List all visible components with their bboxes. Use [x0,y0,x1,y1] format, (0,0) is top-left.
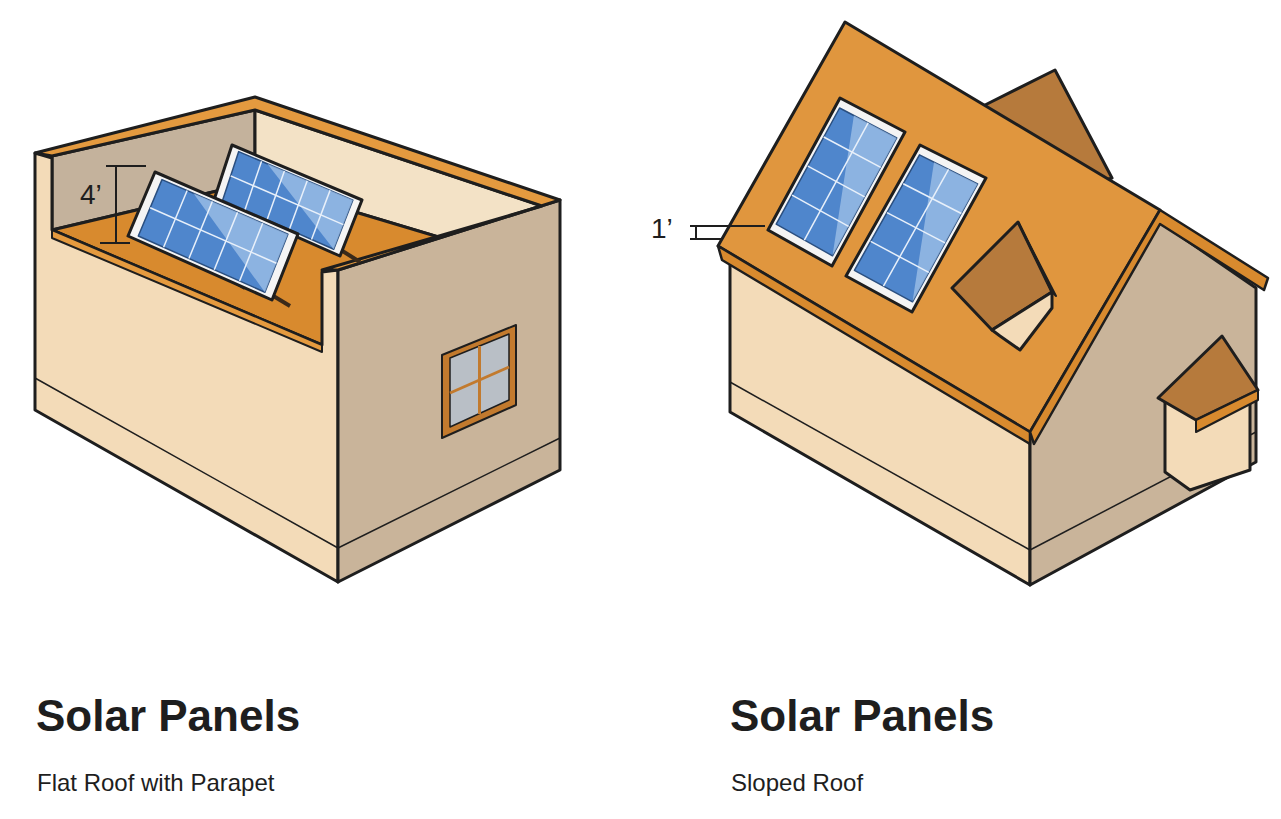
window-mullion [450,367,509,393]
bump-out-fascia [1196,390,1258,432]
panel-sheen [913,162,978,302]
dormer-front [992,292,1052,350]
illustration-part [690,225,765,227]
solar-panel [846,145,986,312]
window-glass [450,334,509,427]
panel-grid [903,184,961,214]
dimension-label: 1’ [651,214,673,245]
panel-grid [883,169,948,286]
panel-grid [804,123,868,240]
illustration-part [690,238,722,240]
panel-grid [887,213,945,243]
panel-heading: Solar Panels [730,692,994,740]
panel-grid [792,195,849,226]
illustration-part [695,226,697,239]
panel-grid [871,241,929,272]
solar-panels [768,98,986,312]
dimension-line [100,166,146,243]
panel-grid [824,137,881,167]
illustration-part [106,165,146,167]
dimension-line [690,226,765,239]
gable-fascia [1030,210,1268,444]
window [442,325,516,438]
solar-panel [128,172,298,300]
illustration-part [115,166,117,243]
flat-roof-building [35,97,560,582]
illustration-part [100,242,130,244]
panel-grid [808,166,865,197]
panel-cells [854,155,977,302]
panel-heading: Solar Panels [36,692,300,740]
panel-grid [150,208,276,263]
dimension-label: 4’ [80,180,102,211]
sloped-roof-house [690,22,1268,585]
panel-sheen [193,193,288,292]
panel-cells [138,180,288,293]
parapet-rim [35,97,560,270]
roof [718,22,1160,432]
panel-caption: Sloped Roof [731,770,863,796]
solar-panels [128,145,362,300]
dormer-edge [1018,222,1056,296]
panel-caption: Flat Roof with Parapet [37,770,274,796]
panel-frame [846,145,986,312]
panel-frame [128,172,298,300]
